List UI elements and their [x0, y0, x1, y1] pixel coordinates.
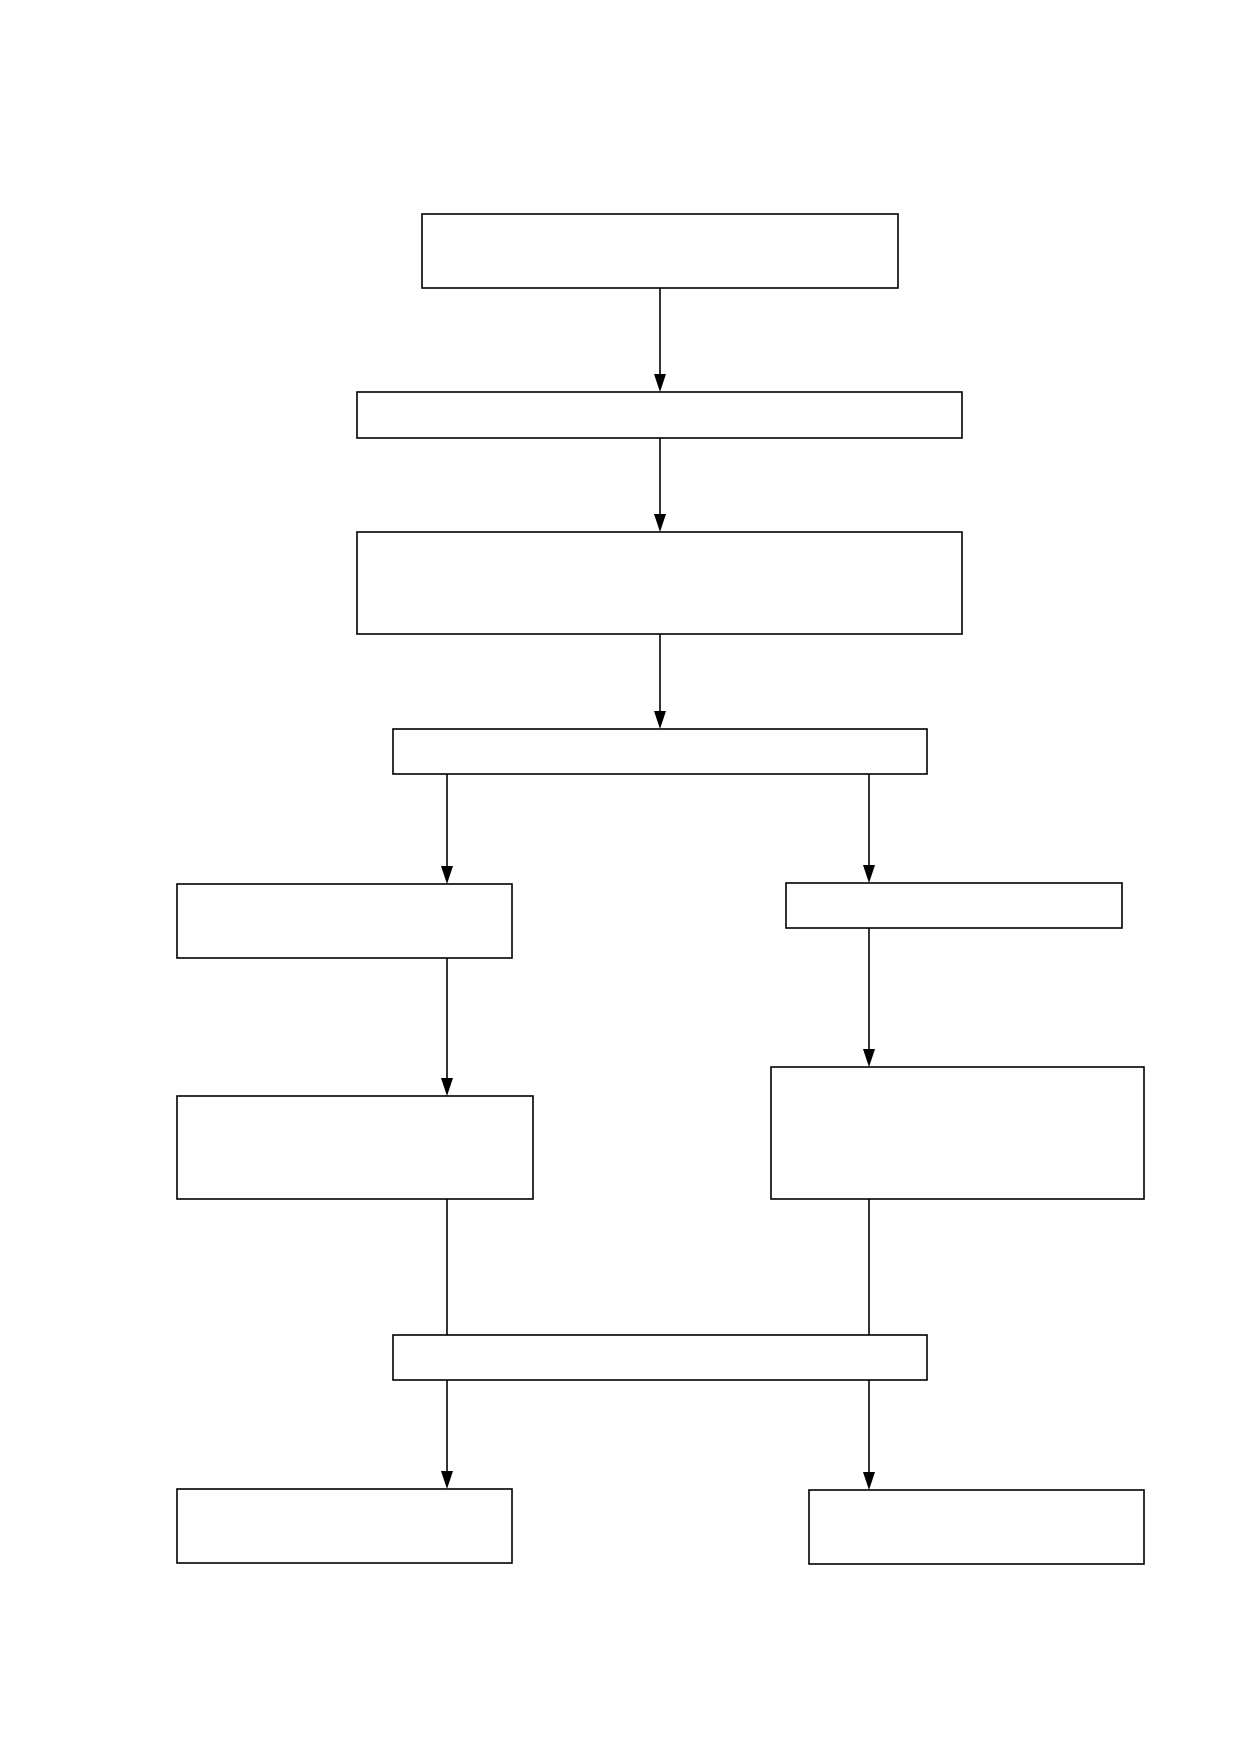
flowchart-node-n6	[785, 882, 1123, 929]
flowchart-node-n2	[356, 391, 963, 439]
edge-n5-to-n7	[441, 958, 453, 1096]
flowchart-node-n5	[176, 883, 513, 959]
flowchart-node-n3	[356, 531, 963, 635]
node-box	[392, 728, 928, 775]
node-box	[176, 1095, 534, 1200]
node-box	[770, 1066, 1145, 1200]
edges-layer	[441, 288, 875, 1490]
arrowhead-icon	[863, 1049, 875, 1067]
edge-n6-to-n8	[863, 928, 875, 1067]
arrowhead-icon	[654, 514, 666, 532]
edge-n9-to-n10	[441, 1380, 453, 1489]
arrowhead-icon	[863, 1472, 875, 1490]
node-box	[421, 213, 899, 289]
edge-n2-to-n3	[654, 438, 666, 532]
edge-n4-to-n6	[863, 774, 875, 883]
flowchart-node-n10	[176, 1488, 513, 1564]
node-box	[356, 391, 963, 439]
flowchart-node-n1	[421, 213, 899, 289]
edge-n3-to-n4	[654, 634, 666, 729]
edge-n1-to-n2	[654, 288, 666, 392]
flowchart-node-n4	[392, 728, 928, 775]
flowchart-node-n8	[770, 1066, 1145, 1200]
arrowhead-icon	[654, 374, 666, 392]
node-box	[176, 883, 513, 959]
arrowhead-icon	[441, 1078, 453, 1096]
node-box	[808, 1489, 1145, 1565]
node-box	[392, 1334, 928, 1381]
flowchart-node-n9	[392, 1334, 928, 1381]
arrowhead-icon	[441, 866, 453, 884]
node-box	[176, 1488, 513, 1564]
node-box	[356, 531, 963, 635]
edge-n9-to-n11	[863, 1380, 875, 1490]
edge-n4-to-n5	[441, 774, 453, 884]
node-box	[785, 882, 1123, 929]
arrowhead-icon	[441, 1471, 453, 1489]
arrowhead-icon	[863, 865, 875, 883]
flowchart-node-n7	[176, 1095, 534, 1200]
arrowhead-icon	[654, 711, 666, 729]
flowchart-node-n11	[808, 1489, 1145, 1565]
nodes-layer	[176, 213, 1145, 1565]
